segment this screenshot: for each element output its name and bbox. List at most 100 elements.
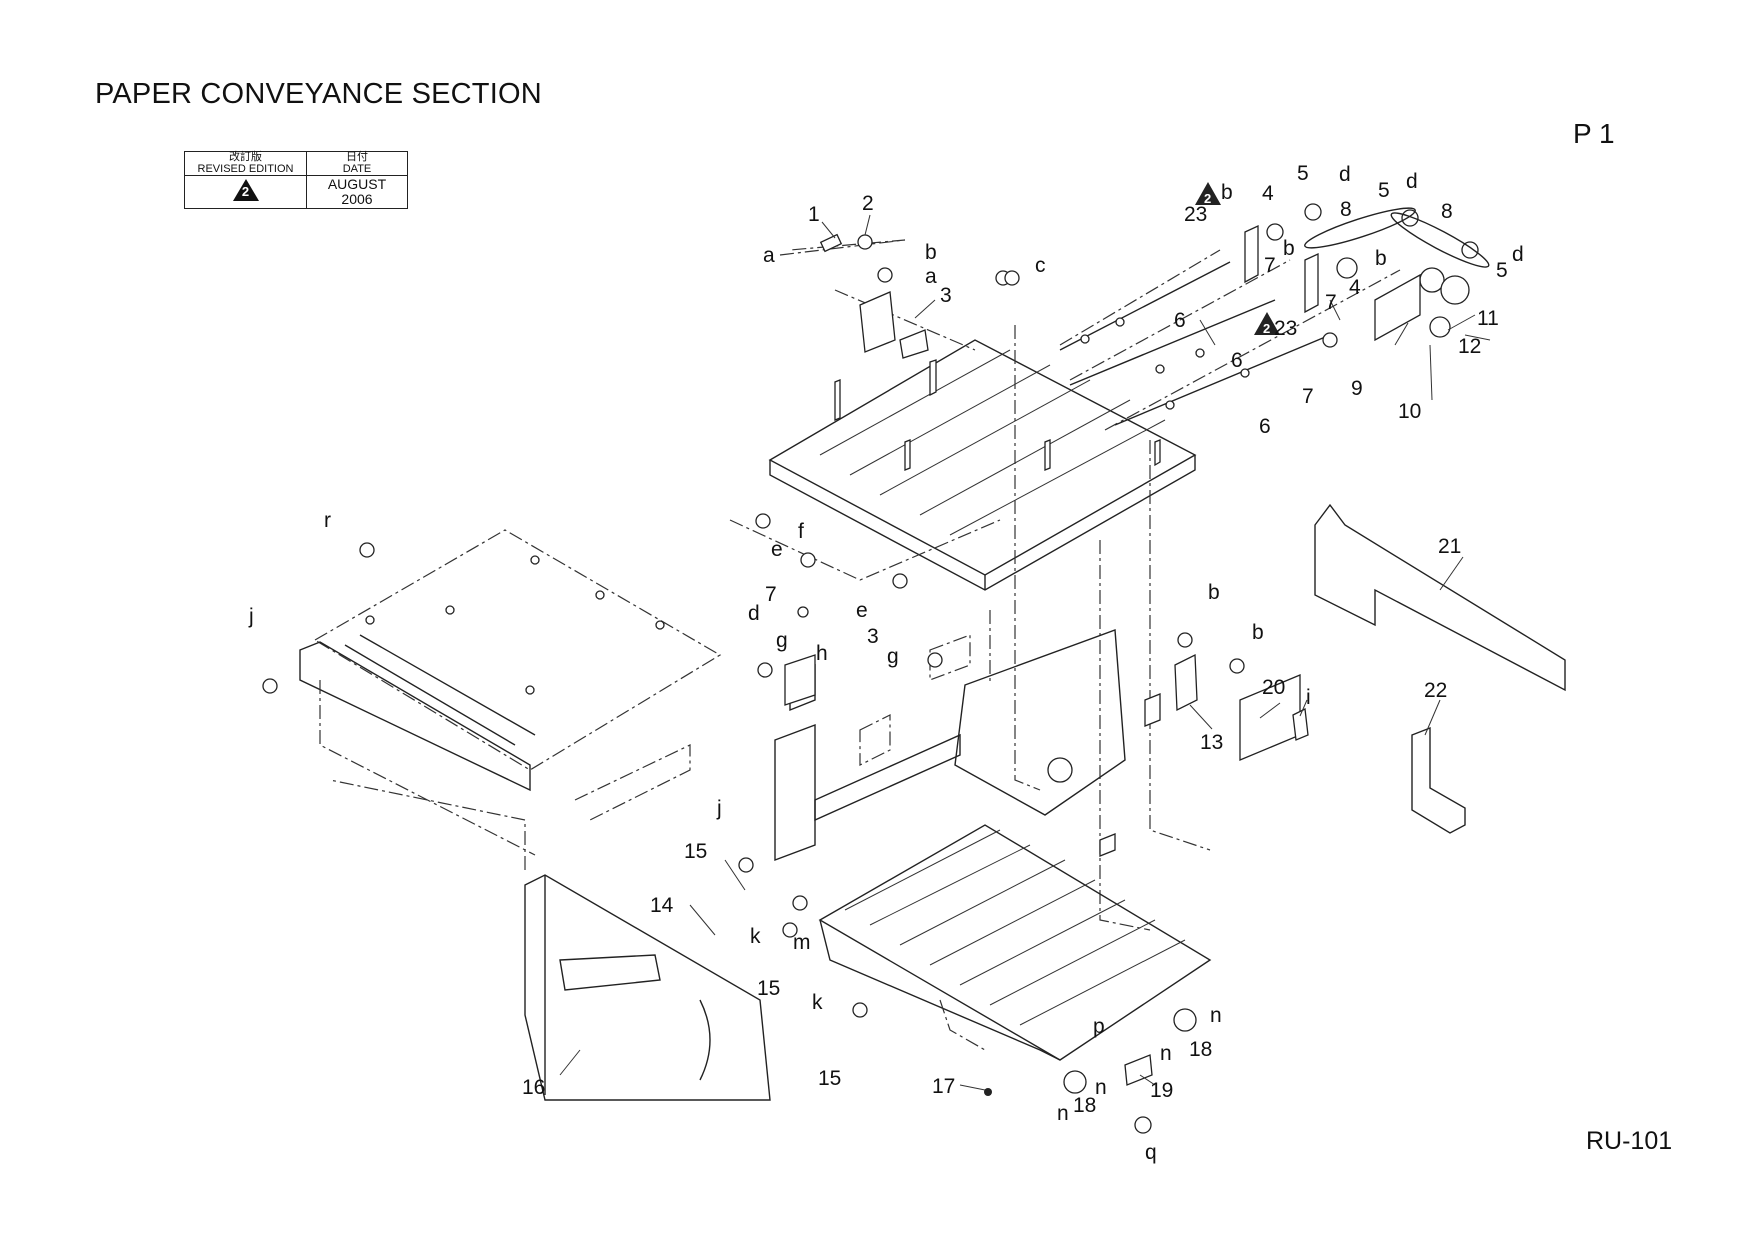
label-b3: b <box>1283 237 1295 260</box>
label-d4: d <box>748 602 760 625</box>
label-h: h <box>816 642 828 665</box>
revised-edition-header: 改訂版 REVISED EDITION <box>184 150 307 177</box>
callout-9: 9 <box>1351 377 1363 400</box>
callout-2: 2 <box>862 192 874 215</box>
screws <box>262 270 1245 1134</box>
callout-15b: 15 <box>757 977 780 1000</box>
callout-3a: 3 <box>940 284 952 307</box>
label-a2: a <box>925 265 937 288</box>
label-b1: b <box>925 241 937 264</box>
label-k1: k <box>750 925 761 948</box>
callout-leaders <box>559 214 1491 1091</box>
revision-number: 2 <box>241 183 250 199</box>
label-b4: b <box>1375 247 1387 270</box>
callout-13: 13 <box>1200 731 1223 754</box>
label-p: p <box>1093 1015 1105 1038</box>
shafts <box>1059 261 1331 426</box>
bottom-paper-guide <box>818 824 1212 1061</box>
label-n1: n <box>1210 1004 1222 1027</box>
callout-7b: 7 <box>1325 291 1337 314</box>
callout-15a: 15 <box>684 840 707 863</box>
callout-8b: 8 <box>1441 200 1453 223</box>
callout-6c: 6 <box>1259 415 1271 438</box>
label-b5: b <box>1208 581 1220 604</box>
callout-4a: 4 <box>1262 182 1274 205</box>
top-leader-lines <box>729 239 1401 931</box>
date-en: DATE <box>342 162 372 175</box>
page-title: PAPER CONVEYANCE SECTION <box>95 78 542 110</box>
callout-22: 22 <box>1424 679 1447 702</box>
label-r: r <box>324 509 331 532</box>
callout-7a: 7 <box>1264 254 1276 277</box>
callout-21: 21 <box>1438 535 1461 558</box>
callout-23a: 23 <box>1184 203 1207 226</box>
label-b2: b <box>1221 181 1233 204</box>
callout-7c: 7 <box>1302 385 1314 408</box>
label-d2: d <box>1406 170 1418 193</box>
switch-parts <box>784 653 1309 857</box>
label-n3: n <box>1095 1076 1107 1099</box>
paper-guide-frame <box>768 339 1197 591</box>
callout-6b: 6 <box>1231 349 1243 372</box>
callout-labels: 1 2 3 3 4 4 5 5 5 6 6 6 7 7 7 7 8 8 9 10… <box>248 162 1524 1164</box>
callout-10: 10 <box>1398 400 1421 423</box>
label-d3: d <box>1512 243 1524 266</box>
label-f: f <box>798 520 804 543</box>
revision-triangle-icon: 2 <box>232 178 260 202</box>
model-code: RU-101 <box>1586 1127 1673 1155</box>
rev-marker-1-label: 2 <box>1204 191 1211 206</box>
callout-5b: 5 <box>1378 179 1390 202</box>
revision-date-cell: AUGUST 2006 <box>306 175 408 210</box>
callout-3b: 3 <box>867 625 879 648</box>
revision-date-year: 2006 <box>341 191 373 208</box>
front-cover <box>329 779 771 1101</box>
label-k2: k <box>812 991 823 1014</box>
label-e2: e <box>856 599 868 622</box>
page-number: P 1 <box>1573 118 1615 149</box>
callout-8a: 8 <box>1340 198 1352 221</box>
revision-mark-cell: 2 <box>184 175 307 210</box>
callout-6a: 6 <box>1174 309 1186 332</box>
callout-15c: 15 <box>818 1067 841 1090</box>
label-g1: g <box>776 629 788 652</box>
callout-1: 1 <box>808 203 820 226</box>
right-bracket-21 <box>1314 503 1566 692</box>
callout-18b: 18 <box>1073 1094 1096 1117</box>
callout-5c: 5 <box>1496 259 1508 282</box>
callout-18a: 18 <box>1189 1038 1212 1061</box>
rollers <box>1063 1008 1197 1094</box>
callout-4b: 4 <box>1349 276 1361 299</box>
label-j1: j <box>248 605 254 628</box>
top-small-parts <box>819 233 1011 359</box>
callout-20: 20 <box>1262 676 1285 699</box>
label-a1: a <box>763 244 775 267</box>
callout-16: 16 <box>522 1076 545 1099</box>
left-cover-tray <box>299 529 722 856</box>
label-c: c <box>1035 254 1046 277</box>
label-n4: n <box>1057 1102 1069 1125</box>
date-header: 日付 DATE <box>306 150 408 177</box>
callout-23b: 23 <box>1274 317 1297 340</box>
revision-date-month: AUGUST <box>327 176 387 193</box>
callout-17: 17 <box>932 1075 955 1098</box>
rev-marker-2-label: 2 <box>1263 321 1270 336</box>
label-g2: g <box>887 645 899 668</box>
label-n2: n <box>1160 1042 1172 1065</box>
callout-12: 12 <box>1458 335 1481 358</box>
revised-edition-en: REVISED EDITION <box>197 162 294 175</box>
date-jp: 日付 <box>346 151 368 163</box>
revision-markers: 2 2 <box>1195 182 1280 336</box>
label-e1: e <box>771 538 783 561</box>
callout-5a: 5 <box>1297 162 1309 185</box>
callout-7d: 7 <box>765 583 777 606</box>
label-b6: b <box>1252 621 1264 644</box>
label-j2: j <box>716 797 722 820</box>
callout-19: 19 <box>1150 1079 1173 1102</box>
revision-table: 改訂版 REVISED EDITION 日付 DATE 2 AUGUST 200… <box>184 150 408 210</box>
callout-14: 14 <box>650 894 674 917</box>
revised-edition-jp: 改訂版 <box>229 151 262 163</box>
callout-11: 11 <box>1477 307 1499 330</box>
gear-assembly <box>1244 203 1490 348</box>
right-bracket-22 <box>1411 726 1466 834</box>
